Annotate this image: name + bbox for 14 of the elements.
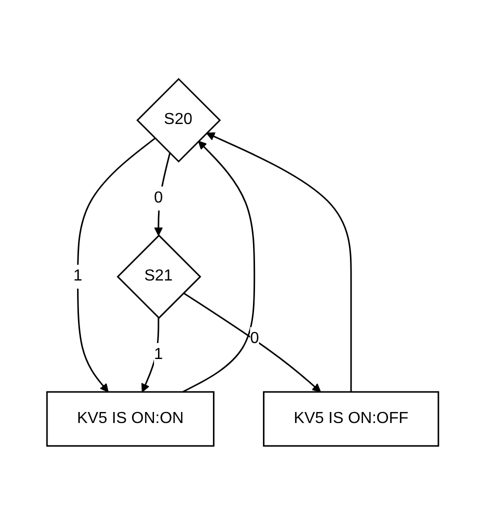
edge-label: 1 xyxy=(74,268,83,285)
node-diamond: S20 xyxy=(136,78,222,163)
node-diamond: S21 xyxy=(116,234,202,320)
edge-label: 0 xyxy=(250,330,260,348)
edge-label: 1 xyxy=(154,346,164,363)
edge-label: 0 xyxy=(154,190,164,206)
arrow xyxy=(154,153,171,236)
arrow xyxy=(142,318,160,392)
arrow xyxy=(77,138,156,392)
arrow xyxy=(206,132,352,392)
arrow xyxy=(182,140,256,393)
node-box: KV5 IS ON:OFF xyxy=(263,391,440,447)
arrow xyxy=(183,292,322,392)
node-box: KV5 IS ON:ON xyxy=(46,391,215,447)
